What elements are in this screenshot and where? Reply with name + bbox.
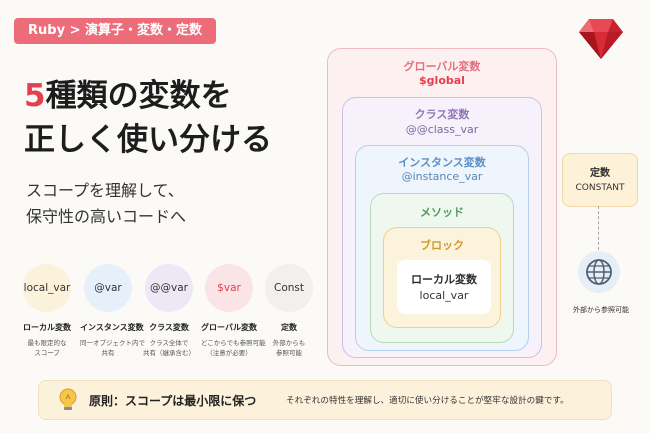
variable-card-constant: Const 定数 外部からも参照可能 [261,264,317,358]
principle-text: 原則：スコープは最小限に保つ [89,394,257,408]
scope-block-title: ブロック [420,239,464,252]
variable-code-circle: @var [84,264,132,312]
principle-note: それぞれの特性を理解し、適切に使い分けることが堅牢な設計の鍵です。 [286,396,569,406]
constant-code: CONSTANT [575,183,625,193]
constant-title: 定数 [590,168,610,179]
scope-class-title: クラス変数 [414,108,470,121]
variable-code-circle: @@var [145,264,193,312]
variable-code-circle: local_var [23,264,71,312]
breadcrumb-tag: Ruby > 演算子・変数・定数 [14,18,216,44]
scope-global-code: $global [419,74,465,87]
title-line2: 正しく使い分ける [24,122,272,158]
title-line1: 種類の変数を [45,78,232,114]
title-number: 5 [24,78,46,114]
constant-note: 外部から参照可能 [573,306,629,314]
variable-name: 定数 [281,323,297,332]
variable-desc: 最も限定的なスコープ [27,339,67,357]
scope-class-code: @@class_var [405,123,479,136]
variable-card-class: @@var クラス変数 クラス全体で共有（継承含む） [141,264,197,358]
variable-desc: クラス全体で共有（継承含む） [143,339,195,357]
ruby-gem-icon [579,19,623,59]
scope-global-title: グローバル変数 [403,60,481,73]
page-title: 5種類の変数を 正しく使い分ける [24,74,272,162]
constant-card: 定数 CONSTANT [562,153,638,207]
scope-method-title: メソッド [420,206,464,219]
scope-local-code: local_var [419,289,469,302]
variable-name: ローカル変数 [23,323,71,332]
variable-desc: 同一オブジェクト内で共有 [80,339,145,357]
dashed-connector [598,206,599,250]
subtitle-line: 保守性の高いコードへ [26,207,187,226]
variable-code-circle: $var [205,264,253,312]
globe-icon [578,251,620,293]
lightbulb-icon [59,388,77,410]
subtitle: スコープを理解して、 保守性の高いコードへ [26,178,186,230]
variable-card-global: $var グローバル変数 どこからでも参照可能（注意が必要） [201,264,266,358]
scope-instance-code: @instance_var [401,170,483,183]
principle-banner: 原則：スコープは最小限に保つ それぞれの特性を理解し、適切に使い分けることが堅牢… [38,380,612,420]
variable-desc: どこからでも参照可能（注意が必要） [201,339,266,357]
variable-desc: 外部からも参照可能 [272,339,306,357]
variable-name: クラス変数 [149,323,189,332]
variable-name: インスタンス変数 [80,323,144,332]
scope-local-title: ローカル変数 [411,273,477,286]
subtitle-line: スコープを理解して、 [26,181,184,200]
scope-local: ローカル変数 local_var [397,260,491,314]
variable-code-circle: Const [265,264,313,312]
scope-instance-title: インスタンス変数 [398,156,486,169]
variable-card-instance: @var インスタンス変数 同一オブジェクト内で共有 [80,264,145,358]
variable-card-local: local_var ローカル変数 最も限定的なスコープ [19,264,75,358]
variable-name: グローバル変数 [201,323,257,332]
